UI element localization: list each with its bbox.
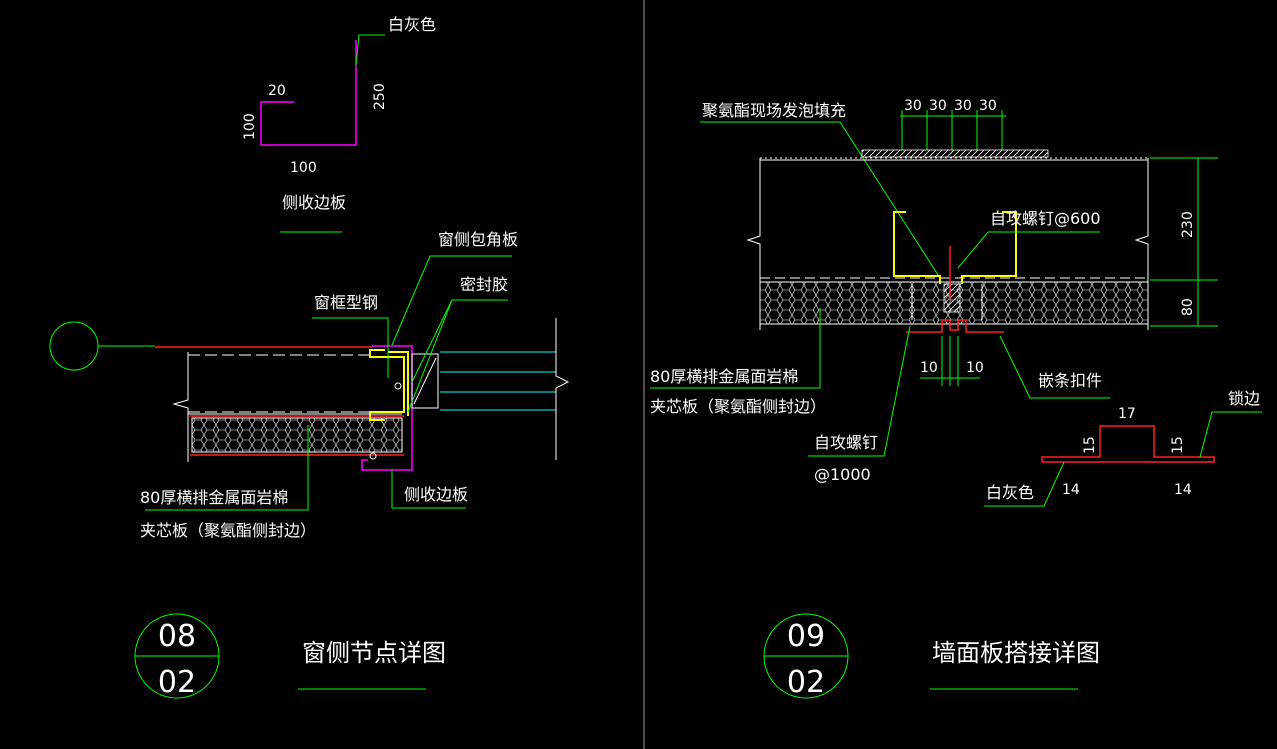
detail-bubble-09: 09 02 (763, 613, 849, 700)
label-sealant: 密封胶 (460, 275, 508, 294)
right-detail: 30 30 30 30 聚氨酯现场发泡填充 (650, 98, 1262, 700)
top-dim-2: 30 (929, 98, 947, 114)
flashing-name: 侧收边板 (282, 193, 346, 212)
top-hatch-strip (861, 149, 1049, 158)
top-dim-3: 30 (954, 98, 972, 114)
bubble-bottom-02: 02 (158, 665, 196, 700)
flashing-color-label: 白灰色 (388, 15, 436, 34)
title-wall-panel-lap-detail: 墙面板搭接详图 (932, 639, 1100, 667)
vertical-dimensions: 230 80 (1150, 157, 1218, 327)
label-screw-1000-line2: @1000 (814, 465, 871, 484)
dim-250: 250 (372, 83, 388, 110)
title-window-side-detail: 窗侧节点详图 (302, 639, 446, 667)
label-panel-line1-right: 80厚横排金属面岩棉 (650, 367, 798, 386)
dim-15-a: 15 (1082, 436, 1098, 454)
dim-80: 80 (1180, 298, 1196, 316)
label-frame-steel: 窗框型钢 (314, 293, 378, 312)
wall-panel-section (172, 352, 404, 462)
side-flashing-profile: 白灰色 20 250 100 100 侧收边板 (242, 15, 436, 233)
label-corner-plate: 窗侧包角板 (438, 230, 518, 249)
label-clip: 嵌条扣件 (1038, 371, 1102, 390)
top-dimension-chain: 30 30 30 30 (900, 98, 1006, 150)
label-screw-600: 自攻螺钉@600 (990, 209, 1101, 228)
axis-bubble-left (49, 321, 99, 371)
dim-10-b: 10 (966, 360, 984, 376)
bubble-bottom-02-right: 02 (787, 665, 825, 700)
lock-seam-profile: 17 15 15 14 14 锁边 白灰色 (984, 389, 1262, 507)
dim-14-b: 14 (1174, 482, 1192, 498)
label-lock-edge: 锁边 (1228, 389, 1260, 408)
left-detail: 白灰色 20 250 100 100 侧收边板 (49, 15, 570, 700)
label-side-flashing: 侧收边板 (404, 485, 468, 504)
dim-20: 20 (268, 83, 286, 99)
dim-100-vertical: 100 (242, 113, 258, 140)
label-panel-line1: 80厚横排金属面岩棉 (140, 488, 288, 507)
top-dim-1: 30 (904, 98, 922, 114)
dim-100-horizontal: 100 (290, 160, 317, 176)
dim-10-a: 10 (920, 360, 938, 376)
bubble-top-09: 09 (787, 619, 825, 654)
dim-14-a: 14 (1062, 482, 1080, 498)
dim-17: 17 (1118, 406, 1136, 422)
joint-width-dims: 10 10 (920, 336, 984, 386)
window-glazing (411, 318, 570, 460)
dim-15-b: 15 (1170, 436, 1186, 454)
label-color-right: 白灰色 (986, 483, 1034, 502)
label-foam-fill: 聚氨酯现场发泡填充 (702, 101, 846, 120)
label-panel-line2-right: 夹芯板（聚氨酯侧封边） (650, 397, 826, 416)
bubble-top-08: 08 (158, 619, 196, 654)
label-panel-line2: 夹芯板（聚氨酯侧封边） (140, 521, 316, 540)
label-screw-1000-line1: 自攻螺钉 (814, 433, 878, 452)
top-dim-4: 30 (979, 98, 997, 114)
window-frame-steel (369, 349, 409, 421)
joint-clip (906, 319, 1004, 333)
dim-230: 230 (1180, 211, 1196, 238)
side-flashing-on-panel (361, 345, 413, 471)
steel-purlins (893, 211, 1017, 284)
detail-bubble-08: 08 02 (134, 613, 220, 700)
